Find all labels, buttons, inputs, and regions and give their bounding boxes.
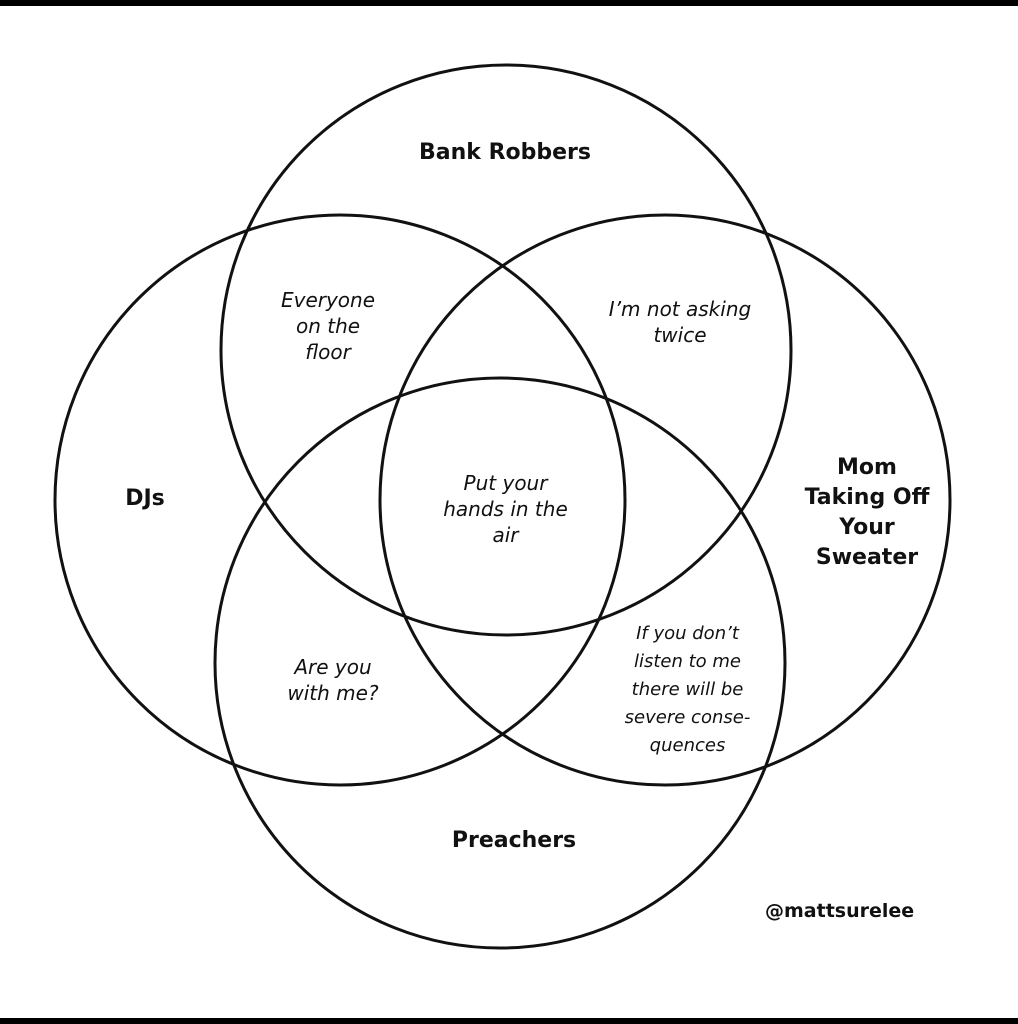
region-label-center: Put your hands in the air <box>443 471 568 547</box>
region-label-bank-mom: I’m not asking twice <box>608 297 752 347</box>
set-label-djs: DJs <box>125 486 165 511</box>
region-label-djs-bank: Everyone on the floor <box>280 288 376 364</box>
region-label-djs-preachers: Are you with me? <box>287 655 379 705</box>
circle-mom <box>378 213 952 787</box>
set-label-preachers: Preachers <box>451 828 577 853</box>
circle-bank-robbers <box>219 63 793 637</box>
circle-djs <box>53 213 627 787</box>
bottom-border <box>0 1018 1018 1024</box>
circle-preachers <box>213 376 787 950</box>
credit-handle: @mattsurelee <box>765 900 915 922</box>
top-border <box>0 0 1018 6</box>
set-label-mom: Mom Taking Off Your Sweater <box>804 455 930 570</box>
set-label-bank-robbers: Bank Robbers <box>419 140 591 165</box>
region-label-mom-preachers: If you don’t listen to me there will be … <box>624 623 751 756</box>
